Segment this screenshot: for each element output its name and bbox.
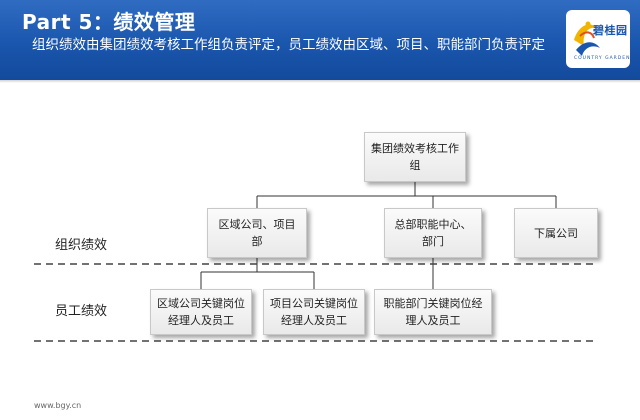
row-label-staff-performance: 员工绩效 <box>55 304 108 319</box>
node-region-project: 区域公司、项目部 <box>207 208 307 258</box>
node-group-committee: 集团绩效考核工作组 <box>364 132 466 182</box>
footer-url: www.bgy.cn <box>34 401 82 410</box>
logo-text: 碧桂园 <box>593 24 628 37</box>
biguiyuan-logo-icon <box>574 21 600 56</box>
page-subtitle: 组织绩效由集团绩效考核工作组负责评定，员工绩效由区域、项目、职能部门负责评定 <box>32 37 545 53</box>
logo-subtext: COUNTRY GARDEN <box>574 56 631 61</box>
node-region-staff: 区域公司关键岗位经理人及员工 <box>150 289 252 335</box>
company-logo: 碧桂园 COUNTRY GARDEN <box>566 10 630 68</box>
title-banner: Part 5：绩效管理 组织绩效由集团绩效考核工作组负责评定，员工绩效由区域、项… <box>0 0 640 80</box>
node-function-staff: 职能部门关键岗位经理人及员工 <box>374 289 492 335</box>
node-project-staff: 项目公司关键岗位经理人及员工 <box>263 289 365 335</box>
banner-shadow <box>0 80 640 83</box>
row-label-org-performance: 组织绩效 <box>55 238 108 253</box>
page-title: Part 5：绩效管理 <box>22 10 196 34</box>
node-hq-functions: 总部职能中心、部门 <box>384 208 482 258</box>
node-subsidiaries: 下属公司 <box>514 208 598 258</box>
